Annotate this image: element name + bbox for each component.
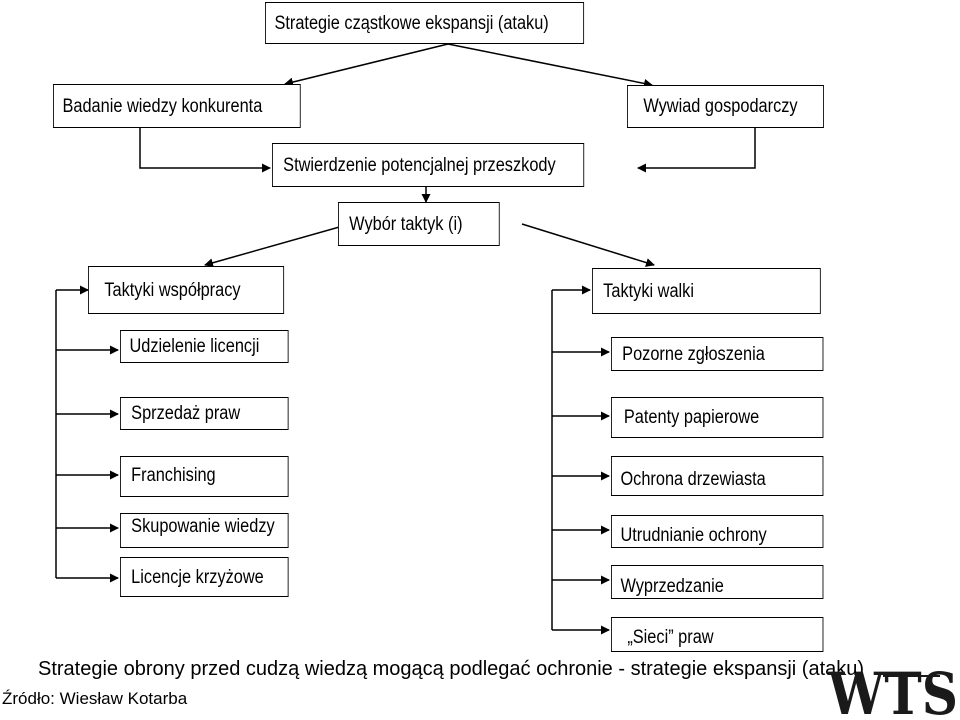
competitor-knowledge-label: Badanie wiedzy konkurenta — [62, 95, 263, 117]
cooperation-title-label: Taktyki współpracy — [104, 279, 241, 301]
cooperation-item-licencje: Licencje krzyżowe — [120, 557, 289, 597]
combat-item-patenty: Patenty papierowe — [611, 397, 824, 438]
arrow-title-to-competitor — [284, 43, 449, 87]
combat-item-label: Wyprzedzanie — [620, 576, 724, 597]
combat-item-sieci: „Sieci” praw — [611, 617, 824, 652]
combat-item-label: „Sieci” praw — [627, 627, 714, 648]
economic-intelligence-box: Wywiad gospodarczy — [627, 85, 824, 128]
arrow-title-to-intelligence — [447, 43, 653, 88]
source-note: Źródło: Wiesław Kotarba — [2, 689, 188, 708]
obstacle-label: Stwierdzenie potencjalnej przeszkody — [283, 154, 556, 176]
top-title-box: Strategie cząstkowe ekspansji (ataku) — [265, 2, 585, 44]
cooperation-item-sprzedaz: Sprzedaż praw — [120, 397, 289, 430]
cooperation-item-franchising: Franchising — [120, 456, 289, 497]
combat-item-label: Utrudnianie ochrony — [620, 525, 767, 546]
combat-item-label: Pozorne zgłoszenia — [622, 343, 765, 365]
arrow-intelligence-to-obstacle — [637, 128, 756, 173]
cooperation-item-label: Licencje krzyżowe — [131, 566, 264, 588]
wts-logo: WTS — [828, 660, 958, 720]
combat-title-label: Taktyki walki — [603, 280, 694, 302]
combat-item-label: Patenty papierowe — [623, 407, 760, 428]
combat-item-ochrona: Ochrona drzewiasta — [611, 456, 824, 496]
arrow-choice-to-cooperation — [204, 223, 351, 268]
obstacle-box: Stwierdzenie potencjalnej przeszkody — [272, 143, 585, 187]
combat-item-utrudnianie: Utrudnianie ochrony — [611, 515, 824, 548]
wts-logo-text: WTS — [828, 660, 958, 720]
diagram-caption: Strategie obrony przed cudzą wiedzą mogą… — [38, 658, 865, 680]
arrow-choice-to-combat — [521, 223, 655, 267]
cooperation-title-box: Taktyki współpracy — [88, 266, 285, 314]
cooperation-item-skupowanie: Skupowanie wiedzy — [120, 513, 289, 548]
arrow-competitor-to-obstacle — [139, 128, 271, 173]
combat-item-pozorne: Pozorne zgłoszenia — [611, 337, 824, 371]
cooperation-item-label: Sprzedaż praw — [131, 403, 241, 424]
combat-item-wyprzedzanie: Wyprzedzanie — [611, 565, 824, 599]
combat-title-box: Taktyki walki — [592, 268, 821, 314]
competitor-knowledge-box: Badanie wiedzy konkurenta — [53, 84, 301, 128]
tactic-choice-label: Wybór taktyk (i) — [349, 213, 463, 235]
cooperation-item-label: Skupowanie wiedzy — [131, 516, 275, 537]
top-title-label: Strategie cząstkowe ekspansji (ataku) — [274, 12, 549, 34]
cooperation-item-label: Franchising — [131, 465, 216, 486]
combat-item-label: Ochrona drzewiasta — [620, 469, 766, 490]
cooperation-item-label: Udzielenie licencji — [129, 336, 260, 357]
cooperation-item-udzielenie: Udzielenie licencji — [120, 330, 289, 363]
economic-intelligence-label: Wywiad gospodarczy — [643, 96, 798, 117]
tactic-choice-box: Wybór taktyk (i) — [338, 202, 500, 246]
